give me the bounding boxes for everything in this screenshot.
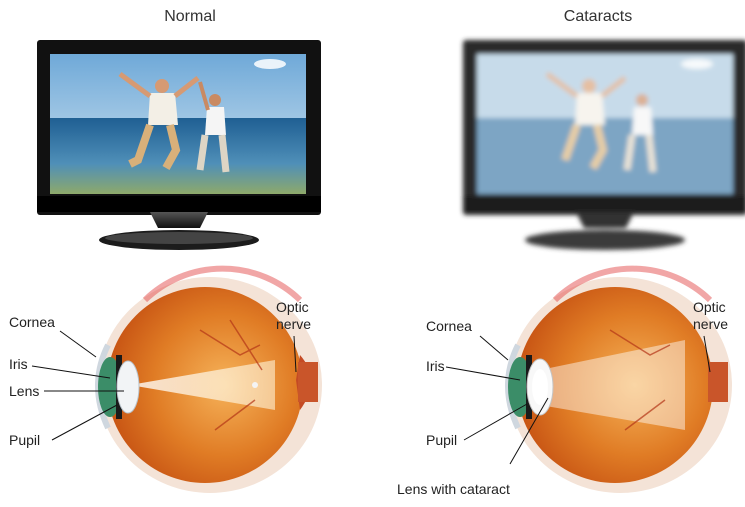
label-optic-cataract-line2: nerve	[693, 316, 728, 333]
label-optic-nerve-cataract: Optic nerve	[693, 299, 728, 333]
label-pupil-cataract: Pupil	[426, 432, 457, 448]
label-iris: Iris	[9, 356, 28, 372]
normal-tv	[37, 40, 321, 250]
label-cornea-cataract: Cornea	[426, 318, 472, 334]
label-optic-nerve: Optic nerve	[276, 299, 311, 333]
label-optic-cataract-line1: Optic	[693, 299, 728, 316]
label-lens-with-cataract: Lens with cataract	[397, 481, 510, 497]
label-lens: Lens	[9, 383, 39, 399]
label-optic-line2: nerve	[276, 316, 311, 333]
label-pupil: Pupil	[9, 432, 40, 448]
label-optic-line1: Optic	[276, 299, 311, 316]
label-iris-cataract: Iris	[426, 358, 445, 374]
cataract-tv	[463, 40, 745, 250]
label-cornea: Cornea	[9, 314, 55, 330]
